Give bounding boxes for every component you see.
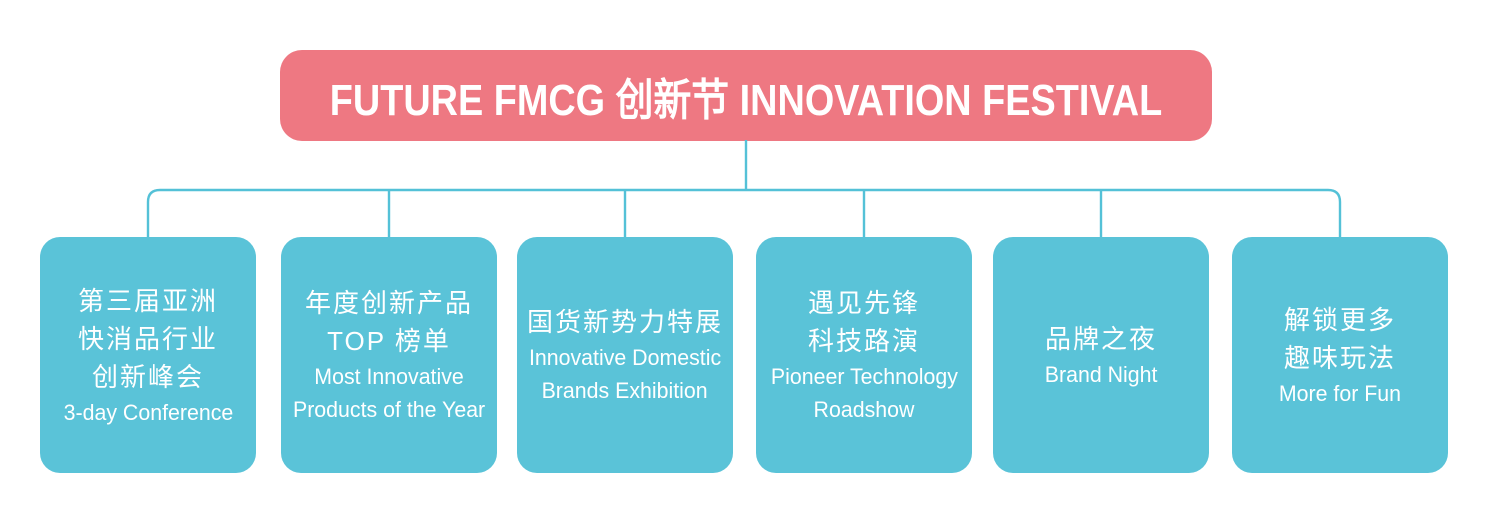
node-brand-night: 品牌之夜 Brand Night	[993, 237, 1209, 473]
node-conference: 第三届亚洲 快消品行业 创新峰会 3-day Conference	[40, 237, 256, 473]
node-line: Brand Night	[1044, 361, 1158, 387]
node-line: 科技路演	[807, 326, 920, 356]
node-top-list: 年度创新产品 TOP 榜单 Most Innovative Products o…	[281, 237, 497, 473]
node-line: 创新峰会	[91, 361, 204, 392]
node-line: 3-day Conference	[63, 399, 233, 425]
node-line: More for Fun	[1278, 380, 1402, 406]
node-line: 遇见先锋	[807, 288, 920, 318]
node-line: 年度创新产品	[304, 288, 473, 318]
node-more-fun: 解锁更多 趣味玩法 More for Fun	[1232, 237, 1448, 473]
root-node-header: FUTURE FMCG 创新节 INNOVATION FESTIVAL	[280, 50, 1212, 141]
festival-title: FUTURE FMCG 创新节 INNOVATION FESTIVAL	[329, 75, 1163, 125]
node-line: Brands Exhibition	[541, 378, 709, 403]
node-line: 快消品行业	[77, 323, 218, 354]
node-line: Products of the Year	[292, 397, 486, 422]
node-line: Pioneer Technology	[770, 364, 958, 389]
node-line: 第三届亚洲	[77, 285, 218, 316]
node-line: Innovative Domestic	[528, 345, 722, 370]
node-roadshow: 遇见先锋 科技路演 Pioneer Technology Roadshow	[756, 237, 972, 473]
node-line: 国货新势力特展	[526, 307, 723, 337]
node-line: Roadshow	[813, 397, 915, 422]
node-line: 解锁更多	[1283, 304, 1396, 335]
node-line: TOP 榜单	[327, 326, 451, 356]
node-line: 品牌之夜	[1044, 323, 1157, 354]
connector-bus	[146, 188, 1342, 237]
node-exhibition: 国货新势力特展 Innovative Domestic Brands Exhib…	[517, 237, 733, 473]
node-line: Most Innovative	[314, 364, 464, 389]
node-line: 趣味玩法	[1283, 342, 1396, 373]
connector-lines	[146, 140, 1342, 237]
